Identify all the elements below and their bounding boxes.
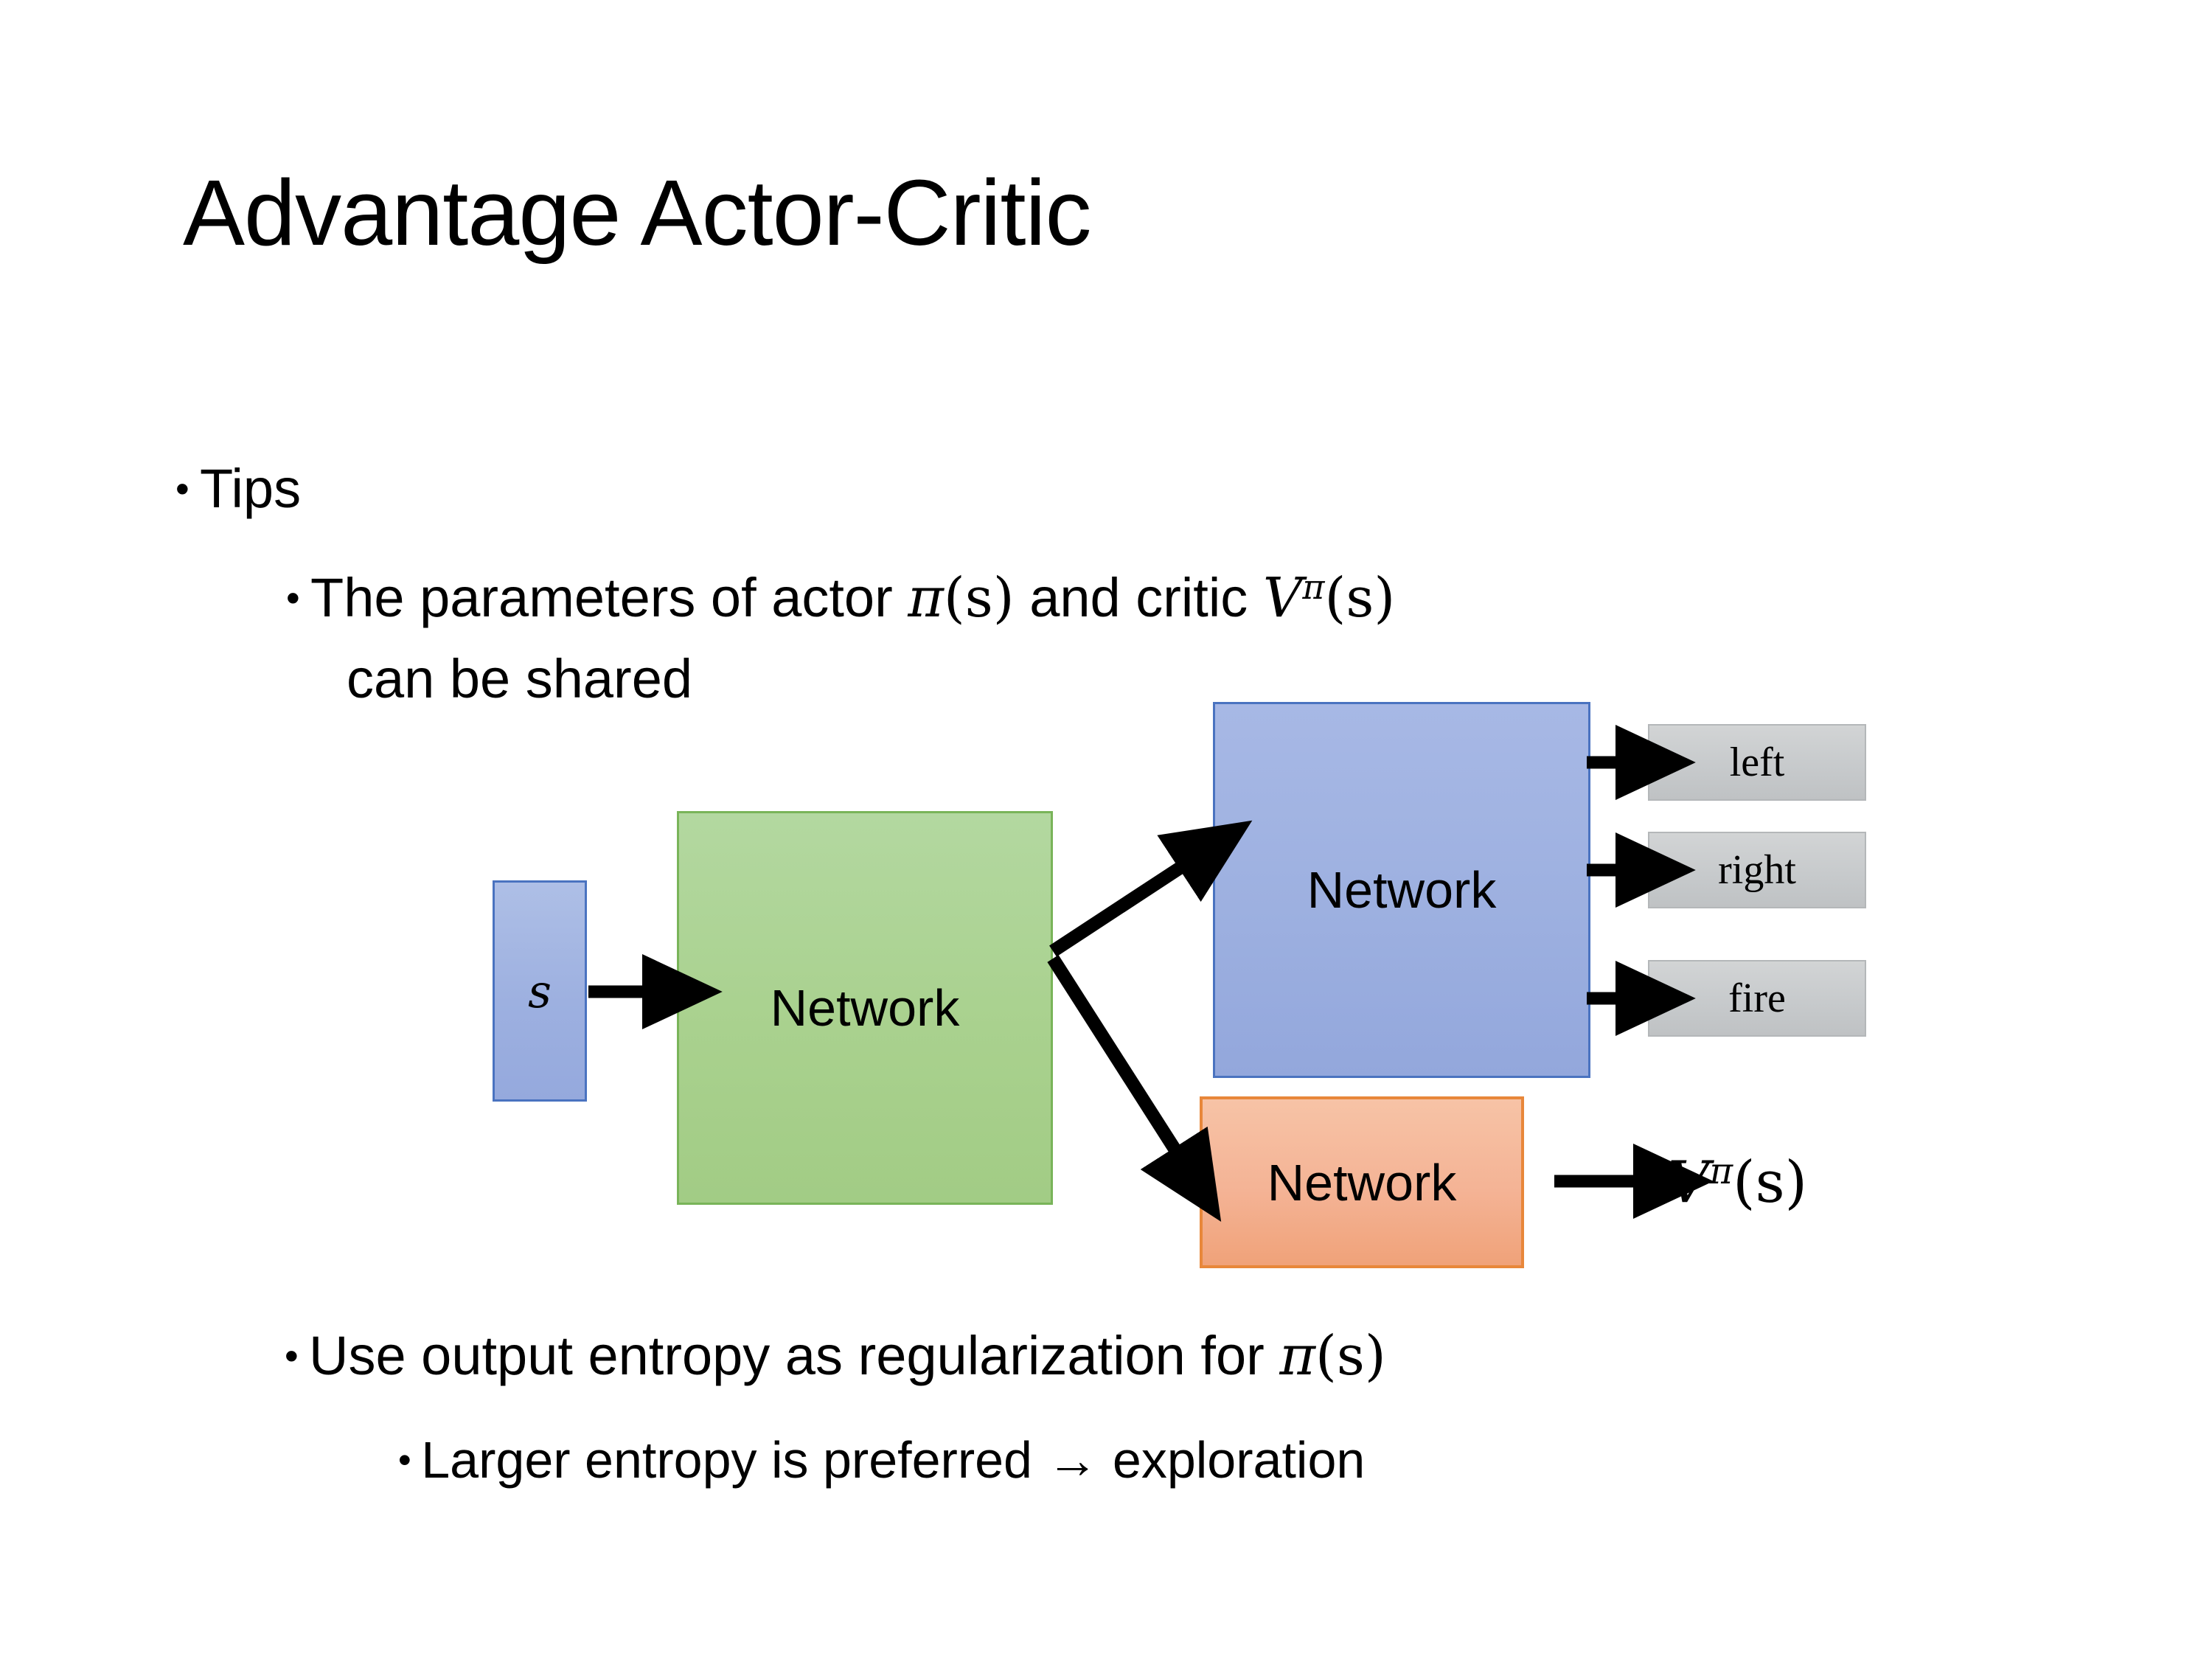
arrow-shared-to-critic-network — [1047, 955, 1222, 1222]
entropy-text-pre: Use output entropy as regularization for — [309, 1325, 1280, 1386]
critic-output-value-formula: Vπ(s) — [1668, 1149, 1807, 1216]
v-superscript-pi: π — [1709, 1150, 1733, 1192]
bullet-tips-label: Tips — [200, 458, 302, 519]
page-title: Advantage Actor-Critic — [183, 161, 1092, 265]
diagram-input-state-box: s — [493, 880, 587, 1102]
v-superscript-pi: π — [1302, 567, 1325, 608]
action-label-fire: fire — [1728, 975, 1786, 1021]
pi-symbol: π — [1279, 1324, 1315, 1388]
params-text-pre: The parameters of actor — [310, 567, 908, 628]
bullet-shared-parameters-line2: can be shared — [347, 648, 693, 709]
action-label-left: left — [1729, 740, 1785, 785]
bullet-glyph: • — [286, 576, 300, 620]
action-output-fire: fire — [1648, 960, 1866, 1037]
pi-argument: (s) — [943, 566, 1015, 630]
arrow-shared-to-actor-network — [1049, 820, 1253, 957]
larger-entropy-label: Larger entropy is preferred → exploratio… — [421, 1431, 1366, 1489]
shared-network-label: Network — [770, 979, 960, 1037]
v-argument: (s) — [1324, 566, 1396, 630]
bullet-shared-parameters: •The parameters of actor π(s) and critic… — [286, 566, 1395, 630]
bullet-glyph: • — [285, 1334, 299, 1378]
state-symbol: s — [528, 964, 552, 1018]
action-output-right: right — [1648, 832, 1866, 908]
bullet-glyph: • — [175, 467, 189, 511]
pi-symbol: π — [908, 566, 944, 630]
pi-argument: (s) — [1315, 1324, 1386, 1388]
bullet-tips: •Tips — [175, 457, 301, 520]
action-label-right: right — [1718, 847, 1796, 893]
critic-network-label: Network — [1267, 1153, 1457, 1211]
bullet-glyph: • — [398, 1438, 411, 1481]
actor-network-label: Network — [1307, 861, 1497, 919]
v-symbol: V — [1262, 566, 1303, 630]
action-output-left: left — [1648, 724, 1866, 801]
bullet-larger-entropy: •Larger entropy is preferred → explorati… — [398, 1430, 1365, 1489]
diagram-actor-network-box: Network — [1213, 702, 1590, 1078]
params-text-mid: and critic — [1014, 567, 1263, 628]
bullet-entropy-regularization: •Use output entropy as regularization fo… — [285, 1324, 1386, 1388]
diagram-shared-network-box: Network — [677, 811, 1053, 1205]
diagram-critic-network-box: Network — [1200, 1096, 1524, 1268]
v-argument: (s) — [1733, 1150, 1808, 1216]
v-symbol: V — [1668, 1150, 1710, 1216]
